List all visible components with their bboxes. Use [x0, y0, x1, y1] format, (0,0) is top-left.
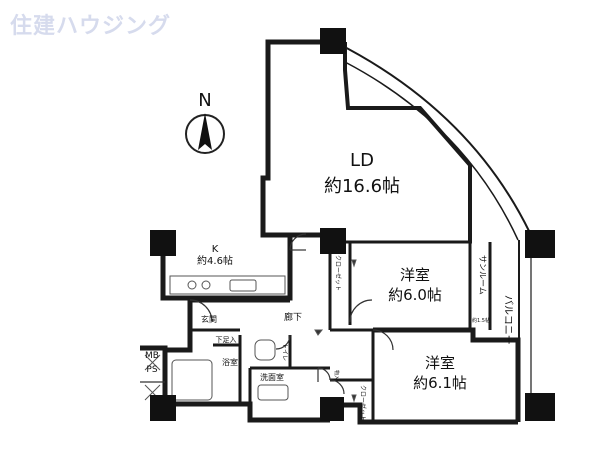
arrow-icon	[351, 259, 357, 268]
compass: N	[185, 90, 225, 154]
column	[150, 230, 176, 256]
bathroom-label: 浴室	[222, 357, 238, 367]
sunroom-name: サンルーム	[478, 255, 487, 295]
company-watermark: 住建ハウジング	[10, 14, 172, 39]
curved-walls	[334, 41, 532, 400]
toilet-icon	[254, 339, 276, 361]
arrow-icon	[351, 394, 357, 403]
wall-ld-west	[260, 39, 333, 238]
western-room-2-name: 洋室	[425, 354, 455, 372]
sink-icon	[229, 279, 257, 292]
kitchen-size: 約4.6帖	[197, 254, 233, 267]
column	[525, 230, 555, 258]
entrance-label: 玄関	[201, 314, 217, 324]
wall-south	[327, 402, 518, 425]
ld-name: LD	[350, 150, 374, 171]
wall-south-bath	[165, 401, 330, 423]
ld-size: 約16.6帖	[324, 176, 400, 197]
balcony-label: バルコニー	[502, 295, 514, 345]
western-room-2-size: 約6.1帖	[413, 374, 467, 392]
north-arrow-icon	[198, 113, 212, 150]
wall-entrance	[165, 297, 290, 353]
sunroom-size: 約1.5帖	[472, 317, 490, 324]
stove-burner-icon	[187, 280, 197, 290]
column	[525, 393, 555, 421]
hallway-label: 廊下	[284, 311, 302, 323]
column	[150, 395, 176, 421]
western-room-1-name: 洋室	[400, 266, 430, 284]
column	[320, 228, 346, 254]
kitchen-counter	[169, 275, 286, 295]
bathtub-icon	[171, 359, 213, 401]
washroom-label: 洗面室	[260, 372, 284, 382]
closet-2-label: クローゼット	[359, 385, 367, 421]
room-labels: LD 約16.6帖 K 約4.6帖 洋室 約6.0帖 洋室 約6.1帖 サンルー…	[145, 150, 514, 421]
western-room-1-size: 約6.0帖	[388, 286, 442, 304]
door-swings	[140, 233, 394, 395]
column	[320, 28, 346, 54]
small-storage-label: 物入	[333, 370, 340, 380]
kitchen-name: K	[212, 244, 219, 255]
mbps-cross-icon	[144, 354, 161, 371]
shoe-storage-label: 下足入	[216, 336, 237, 344]
closet-1-label: クローゼット	[334, 255, 342, 291]
arrow-icon	[314, 329, 324, 336]
ld-angled-wall	[343, 42, 472, 242]
toilet-label: トイレ	[281, 343, 288, 361]
balcony-curve-inner	[344, 61, 519, 241]
compass-north-label: N	[198, 90, 211, 111]
fixtures	[144, 259, 357, 403]
ps-label: PS	[146, 365, 157, 375]
stove-burner-icon	[201, 280, 211, 290]
washbasin-icon	[257, 384, 289, 401]
column	[320, 397, 344, 421]
wall-mbps	[140, 345, 168, 405]
balcony-curve-outer	[334, 41, 531, 234]
columns	[150, 28, 555, 421]
mb-label: MB	[145, 351, 159, 361]
